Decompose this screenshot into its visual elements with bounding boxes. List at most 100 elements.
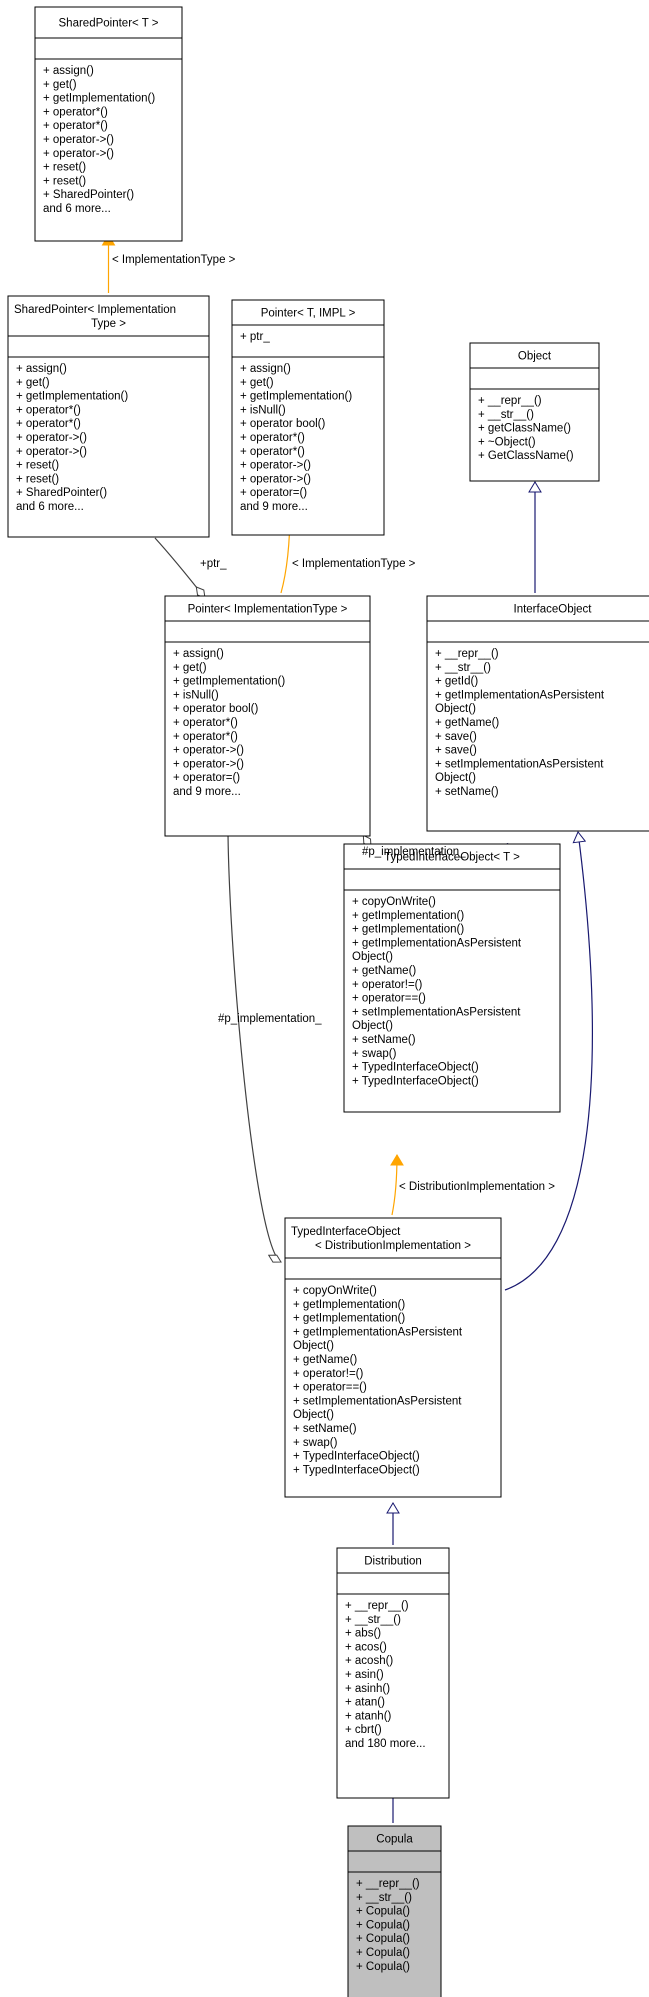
class-attributes-section <box>34 37 183 60</box>
class-attributes-section <box>336 1572 450 1595</box>
class-box-sp_impl[interactable]: SharedPointer< ImplementationType >+ ass… <box>7 295 210 538</box>
class-methods-section <box>231 356 385 536</box>
class-method: + operator bool() <box>240 418 326 430</box>
class-method: + __repr__() <box>435 648 499 660</box>
class-box-tio_dist[interactable]: TypedInterfaceObject < DistributionImplem… <box>284 1217 502 1498</box>
class-box-sp_t[interactable]: SharedPointer< T >+ assign()+ get()+ get… <box>34 6 183 242</box>
class-attributes-section <box>426 620 649 643</box>
class-name: Object <box>518 351 552 363</box>
class-method: + operator==() <box>352 993 426 1005</box>
class-method: + operator->() <box>43 134 114 146</box>
class-method: + getImplementationAsPersistent <box>293 1326 463 1338</box>
class-method: + assign() <box>173 648 224 660</box>
class-methods-section <box>426 641 649 832</box>
class-methods-section <box>284 1278 502 1498</box>
class-method: + operator*() <box>16 404 81 416</box>
class-method: + setImplementationAsPersistent <box>293 1395 462 1407</box>
class-method: + __repr__() <box>345 1600 409 1612</box>
class-method: + setImplementationAsPersistent <box>352 1006 521 1018</box>
class-box-copula[interactable]: Copula+ __repr__()+ __str__()+ Copula()+… <box>347 1825 442 1997</box>
class-method: + operator->() <box>240 460 311 472</box>
class-method: + setName() <box>293 1423 357 1435</box>
class-method: Object() <box>352 1020 393 1032</box>
class-method: + getImplementationAsPersistent <box>352 937 522 949</box>
class-method: + operator=() <box>173 772 240 784</box>
class-method: + getImplementationAsPersistent <box>435 689 605 701</box>
class-method: + get() <box>16 377 50 389</box>
class-method: and 6 more... <box>43 203 111 215</box>
class-method: + operator->() <box>16 446 87 458</box>
class-method: + operator!=() <box>293 1368 363 1380</box>
class-attribute: + ptr_ <box>240 331 270 343</box>
class-method: + Copula() <box>356 1947 410 1959</box>
class-method: + acosh() <box>345 1655 393 1667</box>
class-box-distribution[interactable]: Distribution+ __repr__()+ __str__()+ abs… <box>336 1547 450 1799</box>
class-methods-section <box>469 388 600 482</box>
class-method: + getImplementation() <box>43 93 155 105</box>
class-attributes-section <box>231 324 385 358</box>
class-method: + atanh() <box>345 1710 392 1722</box>
class-method: + cbrt() <box>345 1724 382 1736</box>
class-title-section <box>34 6 183 39</box>
class-method: + reset() <box>16 473 59 485</box>
edge-labels: < ImplementationType >< ImplementationTy… <box>112 254 555 1193</box>
class-method: + __str__() <box>478 409 534 421</box>
class-method: + __repr__() <box>478 395 542 407</box>
class-name: < DistributionImplementation > <box>315 1240 471 1252</box>
class-box-object[interactable]: Object + __repr__() + __str__() + getClassN… <box>469 342 600 482</box>
class-method: + operator->() <box>43 148 114 160</box>
class-method: + operator bool() <box>173 703 259 715</box>
class-title-section <box>469 342 600 369</box>
class-method: + getName() <box>293 1354 357 1366</box>
class-method: + abs() <box>345 1628 381 1640</box>
class-method: + swap() <box>293 1437 338 1449</box>
class-name: TypedInterfaceObject <box>291 1226 401 1238</box>
edge-label: < DistributionImplementation > <box>399 1181 555 1193</box>
edge-member-sp_impl-to-ptr_impl <box>154 537 206 599</box>
class-box-ptr_t_impl[interactable]: Pointer< T, IMPL >+ ptr_+ assign()+ get(… <box>231 299 385 536</box>
class-method: + acos() <box>345 1641 387 1653</box>
class-method: + getImplementation() <box>293 1299 405 1311</box>
class-box-tio_t[interactable]: TypedInterfaceObject< T >+ copyOnWrite()… <box>343 843 561 1113</box>
class-method: + operator*() <box>43 120 108 132</box>
class-name: Type > <box>91 318 126 330</box>
class-box-iface[interactable]: InterfaceObject+ __repr__()+ __str__()+ … <box>426 595 649 832</box>
class-method: + TypedInterfaceObject() <box>293 1451 420 1463</box>
class-methods-section <box>347 1871 442 1997</box>
class-method: + operator->() <box>16 432 87 444</box>
class-method: + assign() <box>240 363 291 375</box>
class-method: + save() <box>435 745 477 757</box>
class-method: + getImplementation() <box>352 910 464 922</box>
edge-inherit-iface-to-tio_dist <box>504 831 594 1291</box>
class-method: + operator!=() <box>352 979 422 991</box>
class-method: + getImplementation() <box>352 924 464 936</box>
class-method: + operator*() <box>240 446 305 458</box>
edge-label: #p_implementation_ <box>362 846 466 858</box>
class-attributes-section <box>343 868 561 891</box>
class-method: + Copula() <box>356 1919 410 1931</box>
class-method: + save() <box>435 731 477 743</box>
class-method: + atan() <box>345 1697 385 1709</box>
class-box-ptr_impl[interactable]: Pointer< ImplementationType > + assign() +… <box>164 595 371 837</box>
class-method: + operator*() <box>16 418 81 430</box>
class-method: + get() <box>240 377 274 389</box>
class-method: Object() <box>293 1340 334 1352</box>
class-attributes-section <box>469 367 600 390</box>
class-title-section <box>164 595 371 622</box>
class-method: + __repr__() <box>356 1878 420 1890</box>
class-method: and 6 more... <box>16 501 84 513</box>
class-name: Pointer< ImplementationType > <box>188 604 348 616</box>
class-title-section <box>231 299 385 326</box>
class-method: + operator->() <box>173 758 244 770</box>
class-method: + getImplementation() <box>293 1313 405 1325</box>
class-methods-section <box>7 356 210 538</box>
class-method: + setImplementationAsPersistent <box>435 758 604 770</box>
class-title-section <box>426 595 649 622</box>
class-boxes: SharedPointer< T >+ assign()+ get()+ get… <box>7 6 649 1997</box>
class-method: + operator=() <box>240 487 307 499</box>
class-method: + asinh() <box>345 1683 390 1695</box>
class-method: + getClassName() <box>478 423 571 435</box>
class-method: and 180 more... <box>345 1738 426 1750</box>
edge-label: < ImplementationType > <box>112 254 236 266</box>
edge-label: +ptr_ <box>200 558 227 570</box>
